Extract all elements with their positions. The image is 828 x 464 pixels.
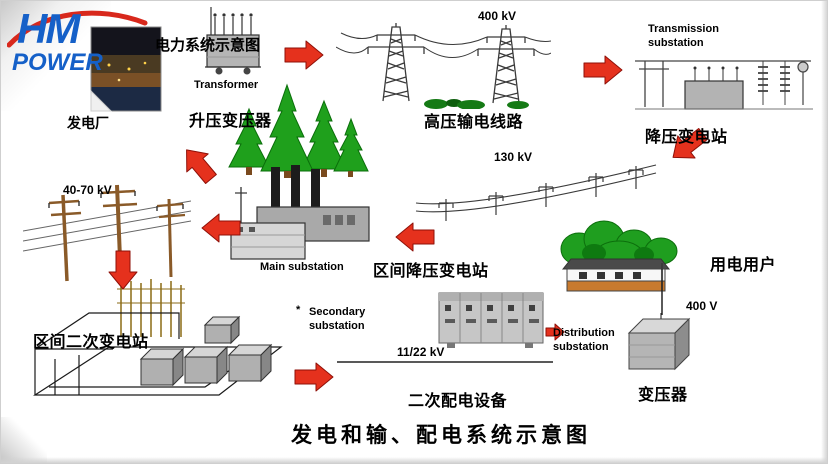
arrow-lines-to-substation xyxy=(583,55,623,85)
label-stepup-transformer: 升压变压器 xyxy=(189,113,272,130)
power-users-icon xyxy=(560,220,678,292)
main-substation-icon xyxy=(230,165,370,260)
label-400kv: 400 kV xyxy=(478,9,517,23)
label-power-plant: 发电厂 xyxy=(67,115,109,131)
label-transformer-en: Transformer xyxy=(194,79,259,91)
logo-swoosh-icon xyxy=(7,10,148,48)
label-400v: 400 V xyxy=(686,299,718,313)
logo-text-hm: HM xyxy=(17,5,80,52)
user-transformer-icon xyxy=(627,313,691,371)
label-footnote-star: * xyxy=(296,304,301,316)
label-11-22kv: 11/22 kV xyxy=(397,345,445,359)
page-edge-right xyxy=(821,1,827,463)
label-power-users: 用电用户 xyxy=(710,257,777,274)
distribution-cabinet-icon xyxy=(438,292,544,348)
label-transmission-substation-en: Transmission substation xyxy=(648,23,719,49)
label-transformer-zh: 变压器 xyxy=(638,387,688,404)
label-secondary-distribution-equipment: 二次配电设备 xyxy=(408,393,508,410)
label-regional-stepdown-substation: 区间降压变电站 xyxy=(373,263,489,280)
label-regional-secondary-substation: 区间二次变电站 xyxy=(33,334,149,351)
schematic-title: 电力系统示意图 xyxy=(155,37,261,54)
bottom-caption: 发电和输、配电系统示意图 xyxy=(291,424,591,447)
transmission-towers-icon xyxy=(336,23,551,109)
label-130kv: 130 kV xyxy=(494,150,533,164)
label-distribution-substation-en: Distribution substation xyxy=(553,327,615,353)
transmission-substation-icon xyxy=(635,60,813,110)
page-edge-bottom xyxy=(1,457,827,463)
trees-icon xyxy=(228,83,369,178)
logo-text-power: POWER xyxy=(12,49,103,76)
label-stepdown-substation: 降压变电站 xyxy=(645,129,728,146)
poles-40-70kv-icon xyxy=(23,184,191,284)
step-up-transformer-icon xyxy=(205,7,261,75)
hm-power-logo: HM POWER xyxy=(7,5,167,83)
arrow-transformer-to-lines xyxy=(284,40,324,70)
label-main-substation-en: Main substation xyxy=(260,261,344,273)
label-hv-transmission-lines: 高压输电线路 xyxy=(424,114,524,131)
page-curl-bottom-left xyxy=(1,417,47,463)
label-secondary-substation-en: Secondary substation xyxy=(309,306,366,332)
label-40-70kv: 40-70 kV xyxy=(63,183,112,197)
power-plant-photo xyxy=(90,26,162,112)
line-130kv-icon xyxy=(415,164,657,221)
